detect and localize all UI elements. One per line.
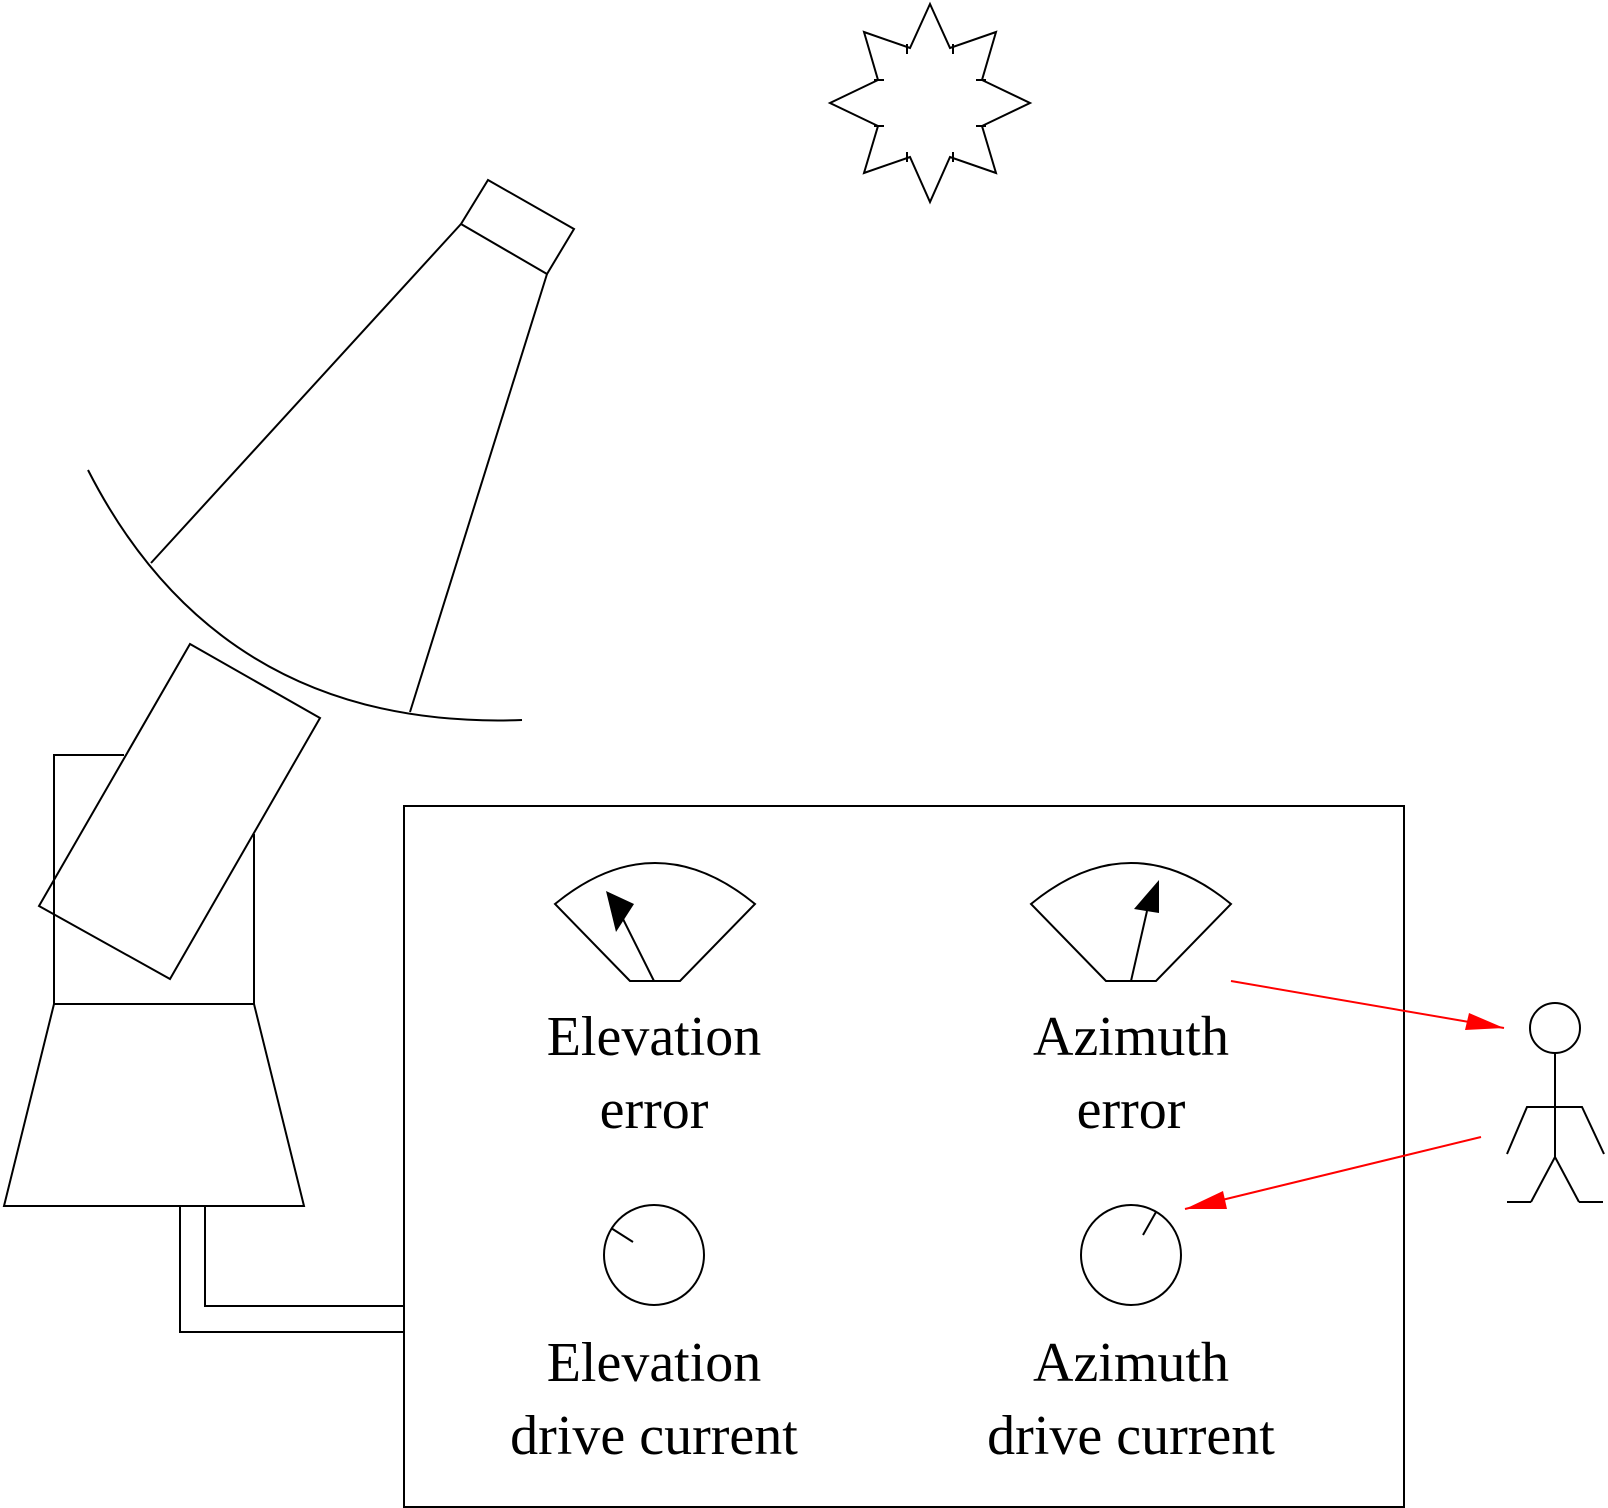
arrow-meter-to-operator-head-icon bbox=[1465, 1013, 1504, 1030]
elevation-drive-label-line2: drive current bbox=[510, 1405, 798, 1467]
telescope-eyepiece bbox=[459, 178, 576, 276]
telescope-dish bbox=[87, 469, 523, 722]
star-edge-ticks bbox=[874, 44, 986, 162]
telescope-pedestal bbox=[53, 754, 255, 1005]
azimuth-drive-label-line2: drive current bbox=[987, 1405, 1275, 1467]
arrow-operator-to-knob-head-icon bbox=[1185, 1191, 1227, 1209]
control-cable bbox=[179, 1206, 404, 1333]
azimuth-drive-label-line1: Azimuth bbox=[1033, 1332, 1229, 1394]
arrow-meter-to-operator bbox=[1230, 980, 1505, 1029]
control-panel bbox=[403, 805, 1405, 1508]
telescope-base bbox=[2, 1003, 306, 1207]
telescope bbox=[2, 178, 576, 1207]
azimuth-error-label-line1: Azimuth bbox=[1033, 1006, 1229, 1068]
telescope-mount-arm bbox=[37, 642, 322, 981]
arrow-operator-to-knob bbox=[1184, 1136, 1482, 1210]
elevation-drive-knob[interactable] bbox=[603, 1204, 705, 1306]
elevation-error-label-line2: error bbox=[600, 1079, 709, 1141]
elevation-needle-icon bbox=[606, 891, 634, 932]
telescope-tube-right bbox=[409, 273, 548, 713]
telescope-tube-left bbox=[150, 223, 462, 564]
elevation-error-meter bbox=[553, 862, 757, 982]
azimuth-error-label-line2: error bbox=[1077, 1079, 1186, 1141]
azimuth-drive-knob[interactable] bbox=[1080, 1204, 1182, 1306]
star-icon bbox=[827, 1, 1033, 205]
operator-person-icon bbox=[1506, 1002, 1605, 1203]
azimuth-needle-icon bbox=[1134, 880, 1159, 913]
elevation-error-label-line1: Elevation bbox=[547, 1006, 762, 1068]
elevation-drive-label-line1: Elevation bbox=[547, 1332, 762, 1394]
azimuth-error-meter bbox=[1029, 862, 1233, 982]
